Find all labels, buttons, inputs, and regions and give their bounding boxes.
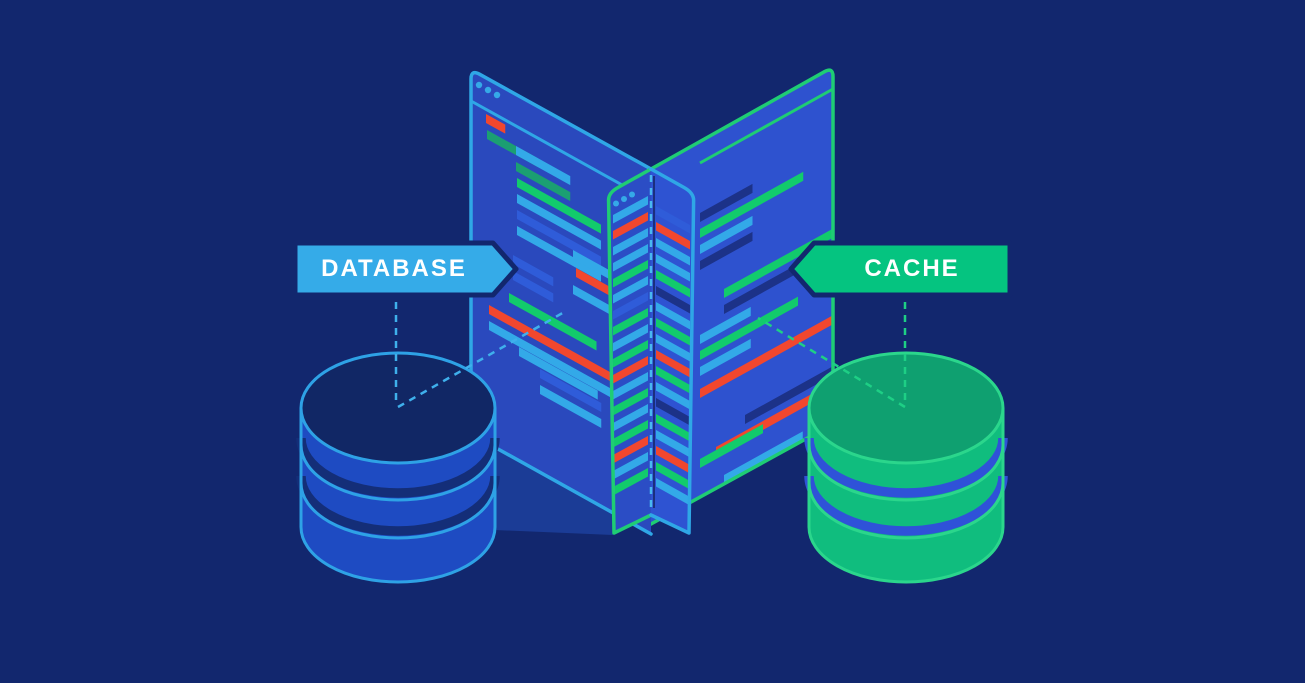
code-line bbox=[613, 420, 648, 448]
window-control-dot bbox=[629, 191, 635, 198]
code-line bbox=[613, 388, 648, 416]
code-line bbox=[509, 293, 597, 351]
code-line bbox=[656, 382, 690, 410]
code-line bbox=[656, 430, 690, 458]
code-line bbox=[613, 404, 648, 432]
code-line bbox=[656, 350, 690, 378]
code-line bbox=[613, 196, 648, 224]
window-control-dot bbox=[475, 81, 483, 89]
code-line bbox=[724, 258, 808, 314]
cache-cylinder-disc-gap bbox=[804, 475, 1008, 536]
code-line bbox=[700, 296, 798, 360]
code-line bbox=[700, 306, 751, 344]
code-line bbox=[613, 340, 648, 368]
code-line bbox=[516, 162, 571, 202]
code-line bbox=[700, 315, 833, 398]
code-line bbox=[724, 228, 833, 298]
code-line bbox=[656, 286, 690, 314]
code-line bbox=[613, 324, 648, 352]
code-line bbox=[540, 369, 602, 412]
code-line bbox=[656, 462, 690, 490]
code-line bbox=[656, 222, 690, 250]
cache-cylinder-disc-highlight bbox=[807, 482, 1005, 540]
code-line bbox=[613, 372, 648, 400]
cache-cylinder-top bbox=[807, 351, 1005, 465]
window-control-dot bbox=[613, 200, 619, 207]
code-line bbox=[700, 183, 753, 222]
code-line bbox=[700, 171, 804, 238]
code-line bbox=[656, 318, 690, 346]
window-control-dot bbox=[493, 91, 501, 99]
code-line bbox=[613, 212, 648, 240]
code-line bbox=[517, 194, 601, 250]
database-cylinder-disc-highlight bbox=[299, 444, 497, 502]
cache-cylinder-disc-gap bbox=[804, 437, 1008, 498]
database-cylinder-top bbox=[299, 351, 497, 465]
code-line bbox=[489, 305, 612, 382]
database-cylinder-disc-gap bbox=[296, 475, 500, 536]
code-line bbox=[656, 366, 690, 394]
cache-cylinder-outline bbox=[807, 408, 1005, 584]
code-line bbox=[613, 228, 648, 256]
code-line bbox=[656, 334, 690, 362]
code-line bbox=[486, 114, 506, 134]
code-line bbox=[656, 206, 690, 234]
cache-cylinder-disc-highlight bbox=[807, 444, 1005, 502]
code-line bbox=[613, 276, 648, 304]
code-line bbox=[513, 271, 554, 303]
window-control-dot bbox=[621, 196, 627, 202]
code-line bbox=[489, 321, 612, 398]
code-line bbox=[613, 436, 648, 464]
code-line bbox=[517, 226, 601, 282]
code-line bbox=[656, 398, 690, 426]
code-line bbox=[613, 452, 648, 480]
database-tag bbox=[292, 240, 519, 298]
code-line bbox=[513, 255, 554, 287]
dashed-connector bbox=[757, 316, 906, 409]
code-line bbox=[700, 231, 753, 270]
code-line bbox=[613, 468, 648, 496]
code-line bbox=[700, 338, 751, 376]
spine-right-border bbox=[649, 167, 696, 535]
code-line bbox=[700, 424, 763, 468]
database-code-window-border bbox=[469, 70, 653, 536]
code-line bbox=[613, 356, 648, 384]
code-line bbox=[656, 254, 690, 282]
spine-left-border bbox=[606, 167, 653, 535]
code-line bbox=[517, 210, 601, 266]
code-line bbox=[516, 146, 571, 186]
code-line bbox=[724, 431, 803, 484]
code-line bbox=[540, 385, 602, 428]
code-line bbox=[613, 308, 648, 336]
dashed-connector bbox=[397, 309, 567, 409]
code-line bbox=[700, 215, 753, 254]
code-line bbox=[656, 238, 690, 266]
code-line bbox=[656, 446, 690, 474]
cache-code-window-border bbox=[649, 68, 835, 526]
code-line bbox=[656, 414, 690, 442]
cache-tag bbox=[788, 240, 1013, 298]
cache-code-window-header-separator bbox=[699, 87, 834, 165]
code-line bbox=[656, 478, 690, 506]
code-line bbox=[656, 302, 690, 330]
code-line bbox=[613, 244, 648, 272]
code-line bbox=[745, 366, 833, 424]
code-line bbox=[613, 292, 648, 320]
code-line bbox=[519, 347, 598, 400]
database-cylinder-disc-gap bbox=[296, 437, 500, 498]
code-line bbox=[656, 270, 690, 298]
database-cylinder-outline bbox=[299, 408, 497, 584]
database-cylinder-disc-highlight bbox=[299, 482, 497, 540]
code-line bbox=[517, 178, 601, 234]
code-line bbox=[613, 260, 648, 288]
window-control-dot bbox=[484, 86, 492, 94]
database-code-window-panel bbox=[471, 72, 651, 535]
